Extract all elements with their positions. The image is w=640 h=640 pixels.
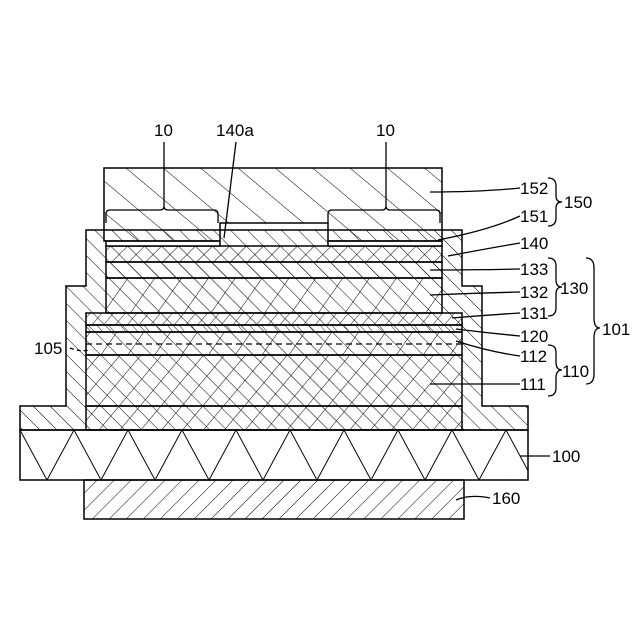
label-110: 110 <box>562 362 589 381</box>
substrate-100-layer <box>20 430 528 480</box>
layer-131 <box>86 313 462 325</box>
electrode-160-layer <box>84 480 464 519</box>
layer-133 <box>106 262 442 278</box>
label-10-left: 10 <box>154 121 173 140</box>
layer-120 <box>86 325 462 332</box>
label-120: 120 <box>520 327 548 346</box>
layer-111-lower <box>86 406 462 430</box>
label-111: 111 <box>520 375 546 394</box>
layer-111 <box>86 355 462 406</box>
label-101: 101 <box>602 320 630 339</box>
label-140: 140 <box>520 234 548 253</box>
label-150: 150 <box>564 193 592 212</box>
layer-112 <box>86 332 462 355</box>
label-105: 105 <box>34 339 62 358</box>
label-130: 130 <box>560 279 588 298</box>
label-152: 152 <box>520 179 548 198</box>
brace-110 <box>548 345 562 396</box>
label-140a: 140a <box>216 121 254 140</box>
label-10-right: 10 <box>376 121 395 140</box>
layer-140 <box>106 246 442 262</box>
label-100: 100 <box>552 447 580 466</box>
label-133: 133 <box>520 260 548 279</box>
label-160: 160 <box>492 489 520 508</box>
label-112: 112 <box>520 347 547 366</box>
leader-152 <box>430 188 520 192</box>
layer-132 <box>106 278 442 313</box>
label-131: 131 <box>520 304 548 323</box>
brace-150 <box>548 178 562 226</box>
label-132: 132 <box>520 283 548 302</box>
label-151: 151 <box>520 207 548 226</box>
